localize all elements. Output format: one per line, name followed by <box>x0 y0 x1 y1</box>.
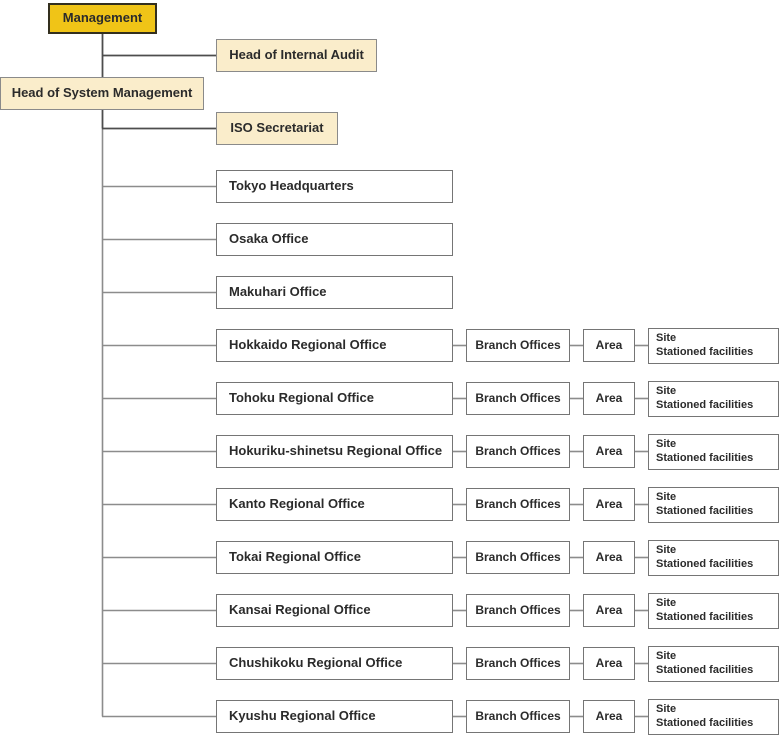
office-hokkaido-regional: Hokkaido Regional Office <box>216 329 453 362</box>
site-line: Stationed facilities <box>656 452 754 464</box>
site-line: Stationed facilities <box>656 558 754 570</box>
branch-offices-box: Branch Offices <box>466 700 570 733</box>
site-box: Site Stationed facilities <box>648 646 779 682</box>
office-makuhari: Makuhari Office <box>216 276 453 309</box>
office-tokyo-headquarters: Tokyo Headquarters <box>216 170 453 203</box>
site-line: Stationed facilities <box>656 717 754 729</box>
site-line: Site <box>656 332 677 345</box>
branch-offices-box: Branch Offices <box>466 541 570 574</box>
office-kyushu-regional: Kyushu Regional Office <box>216 700 453 733</box>
site-box: Site Stationed facilities <box>648 328 779 364</box>
branch-offices-box: Branch Offices <box>466 594 570 627</box>
site-box: Site Stationed facilities <box>648 381 779 417</box>
office-kansai-regional: Kansai Regional Office <box>216 594 453 627</box>
site-box: Site Stationed facilities <box>648 434 779 470</box>
area-box: Area <box>583 700 635 733</box>
site-line: Site <box>656 597 677 610</box>
site-line: Site <box>656 544 677 557</box>
site-box: Site Stationed facilities <box>648 540 779 576</box>
site-line: Site <box>656 491 677 504</box>
site-box: Site Stationed facilities <box>648 593 779 629</box>
branch-offices-box: Branch Offices <box>466 382 570 415</box>
site-line: Stationed facilities <box>656 346 754 358</box>
site-line: Stationed facilities <box>656 611 754 623</box>
node-head-of-internal-audit: Head of Internal Audit <box>216 39 377 72</box>
node-iso-secretariat: ISO Secretariat <box>216 112 338 145</box>
area-box: Area <box>583 488 635 521</box>
site-line: Site <box>656 438 677 451</box>
office-kanto-regional: Kanto Regional Office <box>216 488 453 521</box>
office-osaka: Osaka Office <box>216 223 453 256</box>
branch-offices-box: Branch Offices <box>466 488 570 521</box>
office-tohoku-regional: Tohoku Regional Office <box>216 382 453 415</box>
area-box: Area <box>583 382 635 415</box>
site-line: Site <box>656 703 677 716</box>
branch-offices-box: Branch Offices <box>466 329 570 362</box>
office-hokuriku-shinetsu-regional: Hokuriku-shinetsu Regional Office <box>216 435 453 468</box>
branch-offices-box: Branch Offices <box>466 435 570 468</box>
site-line: Site <box>656 650 677 663</box>
node-head-of-system-management: Head of System Management <box>0 77 204 110</box>
site-line: Stationed facilities <box>656 505 754 517</box>
site-line: Stationed facilities <box>656 664 754 676</box>
branch-offices-box: Branch Offices <box>466 647 570 680</box>
node-management: Management <box>48 3 157 34</box>
area-box: Area <box>583 647 635 680</box>
site-line: Stationed facilities <box>656 399 754 411</box>
site-line: Site <box>656 385 677 398</box>
area-box: Area <box>583 435 635 468</box>
site-box: Site Stationed facilities <box>648 487 779 523</box>
area-box: Area <box>583 541 635 574</box>
site-box: Site Stationed facilities <box>648 699 779 735</box>
area-box: Area <box>583 594 635 627</box>
area-box: Area <box>583 329 635 362</box>
office-tokai-regional: Tokai Regional Office <box>216 541 453 574</box>
office-chushikoku-regional: Chushikoku Regional Office <box>216 647 453 680</box>
